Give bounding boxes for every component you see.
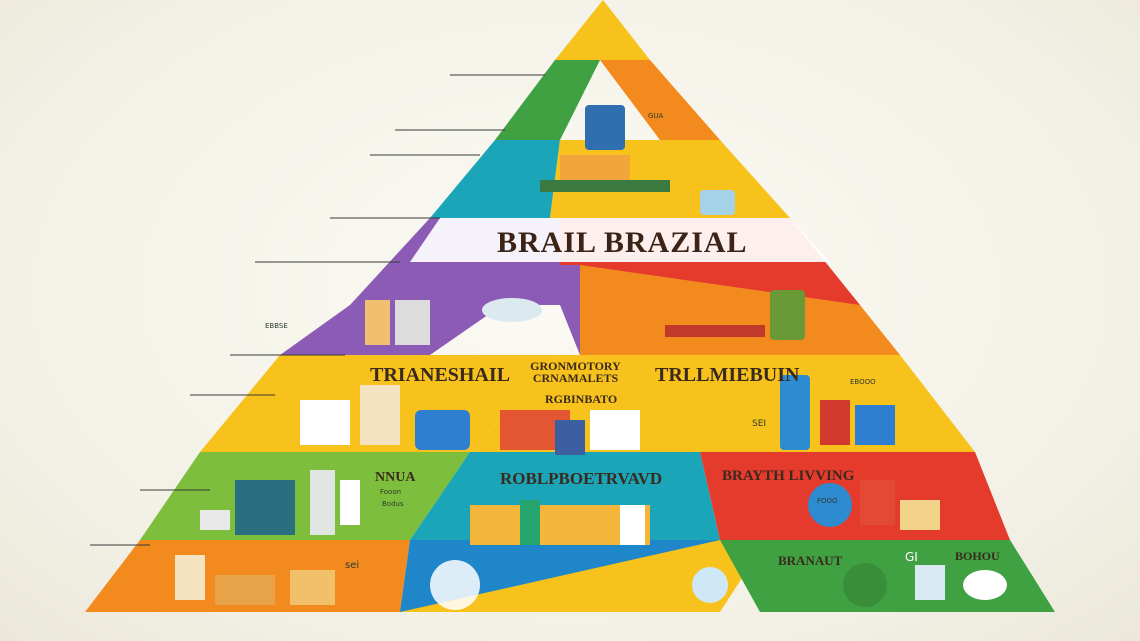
label-sei-b: SEI (752, 419, 767, 429)
tier-label-7: BRAYTH LIVVING (722, 468, 855, 484)
label-gi: GI (905, 550, 918, 564)
tier-label-1: TRIANESHAIL (370, 364, 511, 386)
tier-6-red (700, 452, 1010, 540)
label-fooo: FOOO (817, 497, 838, 505)
label-ebooo: EBOOO (850, 378, 876, 386)
tier-label-2: GRONMOTORY CRNAMALETS (530, 359, 621, 385)
tier-top-orange (600, 60, 720, 140)
label-gi2: GUA (648, 112, 664, 120)
tier-label-3: TRLLMIEBUIN (655, 364, 800, 386)
food-items (175, 105, 1007, 610)
tier-7-yellow (400, 540, 760, 612)
title-band (410, 218, 830, 262)
tier-label-9: BOHOU (955, 549, 1000, 563)
label-food-a: Fooon (380, 488, 402, 496)
tier-2-teal (430, 140, 560, 218)
left-ribbons (90, 74, 545, 546)
tier-label-6: ROBLPBOETRVAVD (500, 469, 663, 488)
label-sei-a: sei (345, 560, 360, 571)
label-eb-left: EBBSE (265, 322, 288, 330)
tier-4-orange (580, 265, 900, 355)
tier-2-right (660, 140, 790, 218)
page-title: BRAIL BRAZIAL (497, 226, 748, 259)
tier-label-5: NNUA (375, 470, 416, 485)
tier-7-green (720, 540, 1055, 612)
label-food-b: Bodus (382, 500, 404, 508)
tier-label-8: BRANAUT (778, 553, 843, 568)
tier-top-green (495, 60, 600, 140)
apex-yellow (555, 0, 650, 60)
tier-label-4: RGBINBATO (545, 392, 618, 406)
